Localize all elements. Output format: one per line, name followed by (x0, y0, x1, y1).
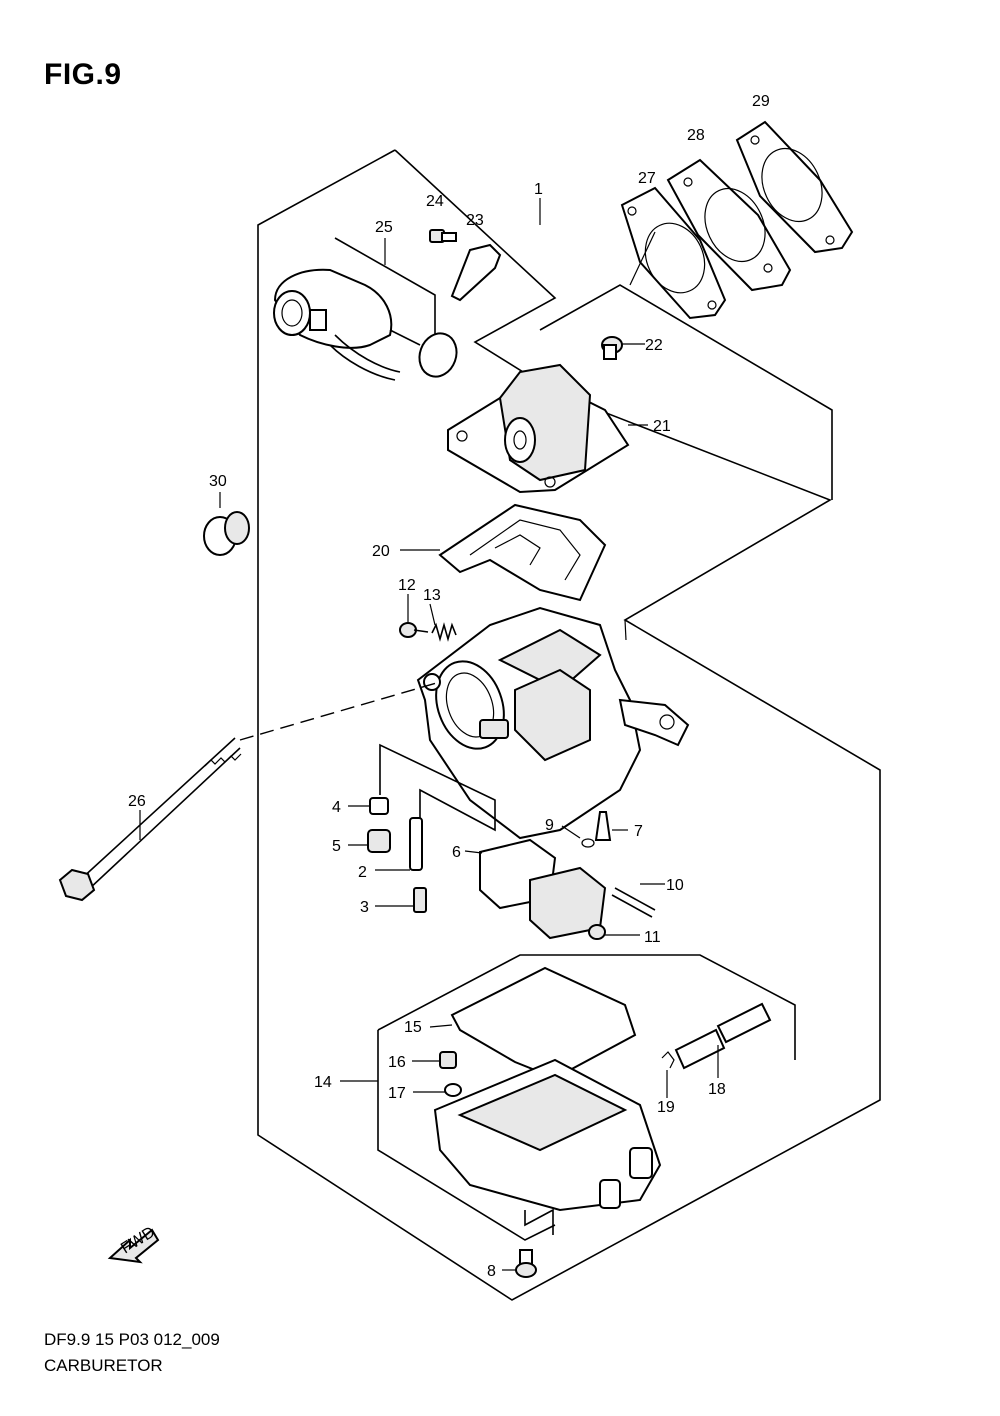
part-label-29: 29 (752, 93, 770, 110)
o-ring-17 (444, 1083, 462, 1097)
part-label-20: 20 (372, 543, 390, 560)
jet-4 (369, 797, 389, 815)
part-label-5: 5 (332, 838, 341, 855)
clip-19 (661, 1051, 675, 1069)
screw-12 (399, 622, 429, 638)
part-label-25: 25 (375, 219, 393, 236)
gasket-29 (735, 120, 854, 254)
throttle-cover-21 (447, 363, 630, 494)
jet-subframe (379, 743, 496, 860)
jet-5 (367, 829, 391, 853)
plate-23 (450, 243, 502, 302)
part-label-13: 13 (423, 587, 441, 604)
figure-code: DF9.9 15 P03 012_009 (44, 1330, 220, 1349)
screw-22 (601, 336, 623, 360)
gasket-28 (666, 158, 792, 292)
part-label-19: 19 (657, 1099, 675, 1116)
part-label-21: 21 (653, 418, 671, 435)
part-labels: 1 2 3 4 5 6 7 8 9 10 11 12 13 14 15 16 1… (128, 93, 770, 1280)
carburetor-body (416, 606, 690, 840)
part-label-1: 1 (534, 181, 543, 198)
part-label-30: 30 (209, 473, 227, 490)
figure-name: CARBURETOR (44, 1356, 163, 1375)
o-ring (418, 332, 458, 378)
part-label-10: 10 (666, 877, 684, 894)
part-label-14: 14 (314, 1074, 332, 1091)
needle-valve-7 (594, 811, 612, 841)
part-label-22: 22 (645, 337, 663, 354)
part-label-8: 8 (487, 1263, 496, 1280)
chamber-subframe (340, 954, 796, 1241)
float-6 (479, 838, 607, 940)
screw-8 (515, 1249, 537, 1278)
part-label-7: 7 (634, 823, 643, 840)
part-label-18: 18 (708, 1081, 726, 1098)
float-chamber (433, 1058, 662, 1212)
figure-title: FIG.9 (44, 58, 122, 91)
fwd-arrow-icon: FWD (107, 1224, 160, 1264)
nozzle-2 (409, 817, 423, 871)
part-label-17: 17 (388, 1085, 406, 1102)
solenoid-subframe (334, 237, 436, 340)
gasket-15 (450, 966, 637, 1080)
assembly-frame (257, 149, 881, 1301)
part-label-12: 12 (398, 577, 416, 594)
part-label-9: 9 (545, 817, 554, 834)
gasket-27 (620, 186, 727, 320)
part-label-6: 6 (452, 844, 461, 861)
part-label-24: 24 (426, 193, 444, 210)
spring-13 (431, 622, 457, 642)
pin-10 (611, 887, 656, 918)
screw-16 (439, 1051, 457, 1069)
jet-3 (413, 887, 427, 913)
part-label-11: 11 (644, 929, 661, 946)
part-label-26: 26 (128, 793, 146, 810)
part-label-3: 3 (360, 899, 369, 916)
part-label-16: 16 (388, 1054, 406, 1071)
grommet-30 (203, 511, 250, 556)
part-label-4: 4 (332, 799, 341, 816)
screw-11 (588, 924, 606, 940)
hose-18 (674, 1002, 772, 1070)
part-label-23: 23 (466, 212, 484, 229)
part-label-28: 28 (687, 127, 705, 144)
part-label-15: 15 (404, 1019, 422, 1036)
solenoid-25 (273, 268, 421, 381)
clip-9 (581, 838, 595, 848)
part-label-2: 2 (358, 864, 367, 881)
bolt-26 (58, 681, 441, 902)
part-label-27: 27 (638, 170, 656, 187)
screw-24 (429, 229, 457, 243)
gasket-20 (438, 503, 607, 602)
